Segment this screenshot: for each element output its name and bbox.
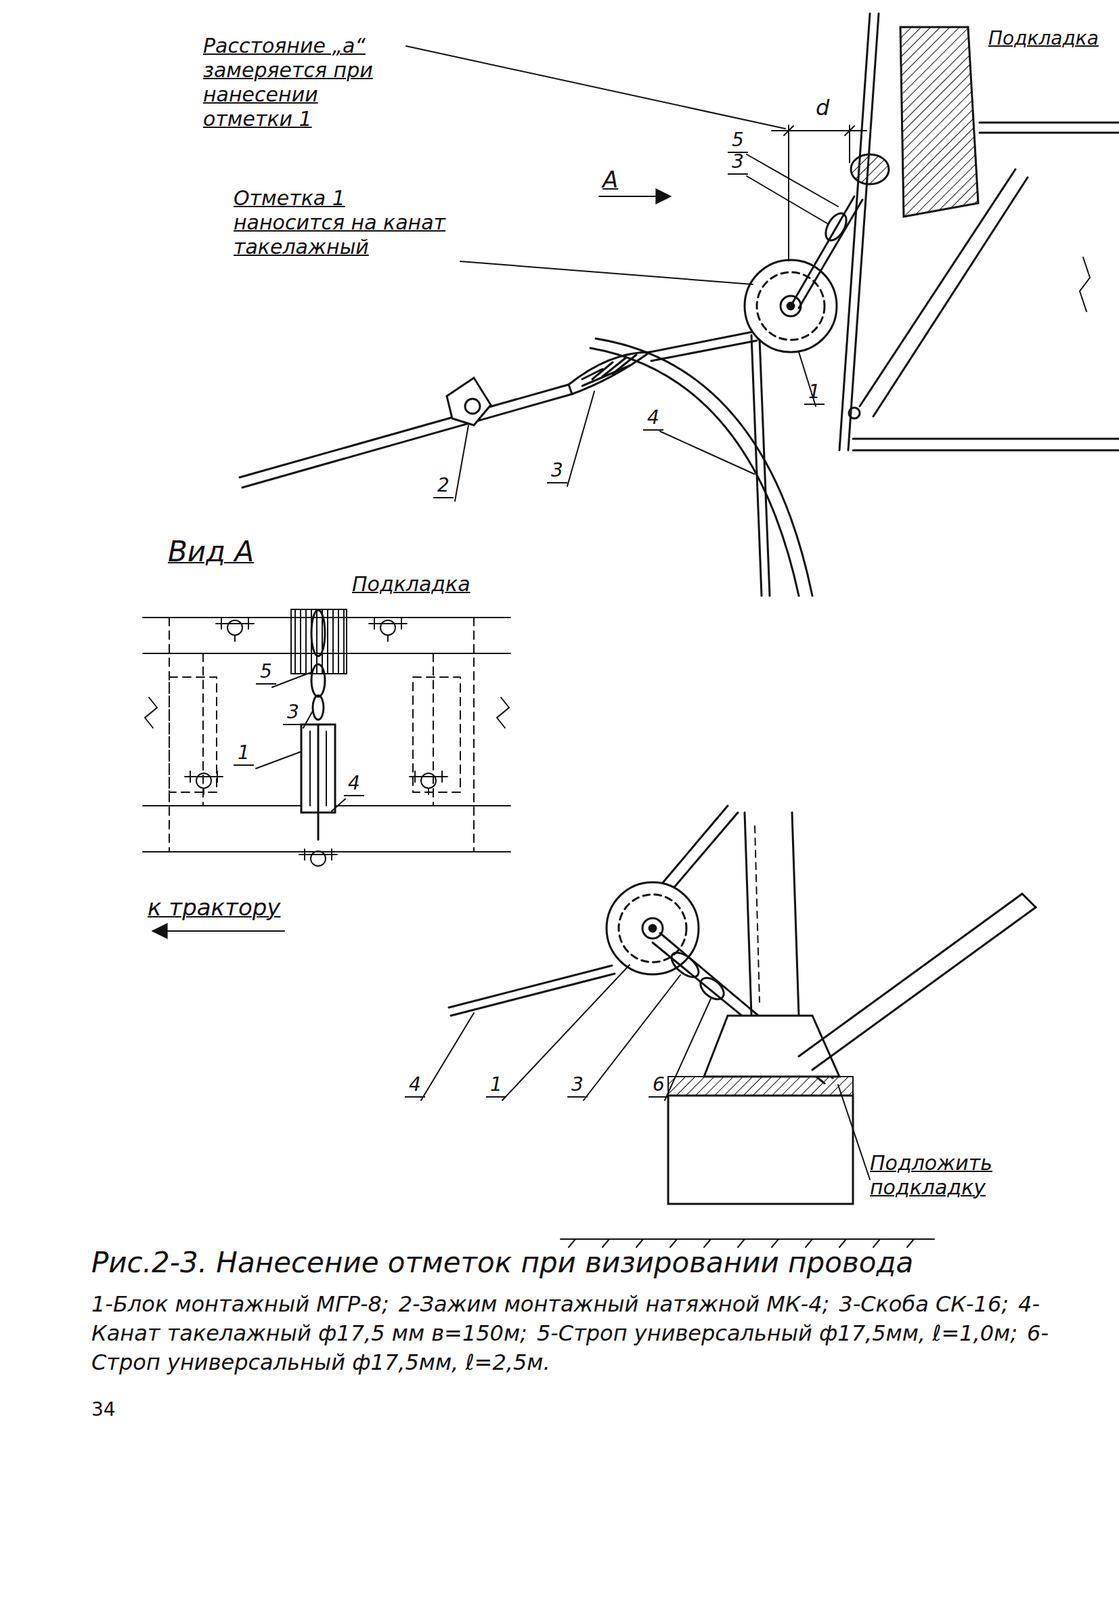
parts-item: 2-Зажим монтажный натяжной МК-4; bbox=[398, 1290, 830, 1317]
callout-number: 2 bbox=[433, 473, 454, 499]
callout-number: 1 bbox=[804, 380, 825, 405]
note-text: Вид А bbox=[167, 534, 254, 569]
parts-item: 5-Строп универсальный ф17,5мм, ℓ=1,0м; bbox=[536, 1320, 1018, 1346]
callout-number: 5 bbox=[727, 128, 749, 153]
callout-number: 1 bbox=[233, 741, 254, 766]
callout-number: 1 bbox=[486, 1072, 507, 1098]
callout-number: 4 bbox=[343, 771, 365, 797]
note-text: Подкладка bbox=[988, 27, 1099, 51]
callout-number: 3 bbox=[567, 1072, 588, 1098]
parts-item: 3-Скоба СК-16; bbox=[838, 1290, 1009, 1317]
callout-number: 3 bbox=[282, 700, 304, 726]
note-text: А bbox=[602, 165, 619, 194]
note-text: Подложить подкладку bbox=[869, 1150, 1040, 1200]
note-text: Подкладка bbox=[352, 572, 471, 597]
parts-list: 1-Блок монтажный МГР-8; 2-Зажим монтажный… bbox=[91, 1289, 1053, 1378]
note-text: Отметка 1 наносится на канат такелажный bbox=[233, 186, 457, 260]
note-text: к трактору bbox=[147, 893, 281, 922]
note-text: d bbox=[815, 94, 830, 121]
callout-number: 3 bbox=[546, 458, 568, 484]
callout-number: 4 bbox=[404, 1072, 426, 1098]
page-number: 34 bbox=[91, 1397, 116, 1421]
callout-number: 6 bbox=[648, 1072, 669, 1098]
callout-number: 4 bbox=[643, 406, 664, 431]
callout-number: 5 bbox=[255, 660, 277, 685]
note-text: Расстояние „а“ замеряется при нанесении … bbox=[203, 33, 400, 132]
callout-number: 3 bbox=[727, 150, 749, 175]
parts-item: 1-Блок монтажный МГР-8; bbox=[91, 1290, 390, 1317]
figure-caption: Рис.2-3. Нанесение отметок при визирован… bbox=[91, 1245, 1094, 1280]
